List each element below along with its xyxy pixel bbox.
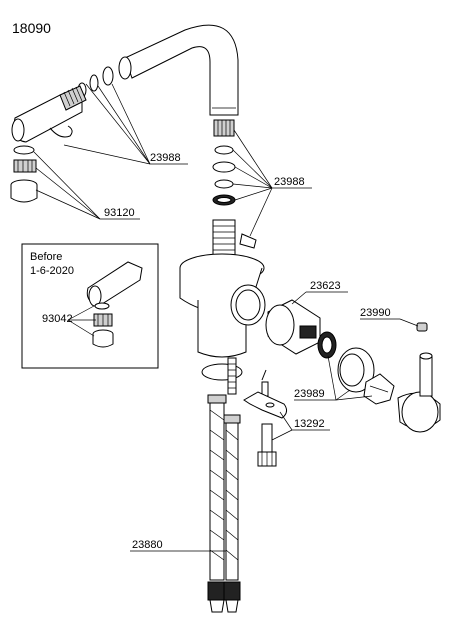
spray-head [11, 85, 87, 143]
mounting-kit [243, 369, 288, 467]
inset-note-line2: 1-6-2020 [30, 265, 74, 277]
handle-clip [363, 373, 395, 405]
label-mounting-kit: 13292 [294, 418, 325, 430]
spout [118, 24, 239, 116]
model-number: 18090 [12, 20, 51, 36]
leader-aerator: 93120 [33, 151, 140, 220]
inset-note-line1: Before [30, 251, 62, 263]
label-spout-o-rings: 23988 [150, 152, 181, 164]
leader-spout-o-rings: 23988 [63, 83, 188, 165]
inset-box: Before 1-6-2020 93042 [21, 243, 159, 369]
handle-lever [397, 352, 441, 433]
supply-hoses [207, 394, 241, 613]
label-base-o-rings: 23988 [274, 176, 305, 188]
leader-handle-parts: 23989 [294, 355, 373, 401]
leader-supply-hoses: 23880 [130, 539, 226, 552]
label-aerator: 93120 [104, 207, 135, 219]
adapter-ring [317, 331, 337, 359]
threaded-stud [227, 357, 237, 395]
label-supply-hoses: 23880 [132, 539, 163, 551]
aerator-parts [10, 145, 38, 203]
label-cartridge: 23623 [310, 280, 341, 292]
dome-cap [337, 347, 375, 393]
leader-set-screw: 23990 [360, 307, 419, 327]
leader-base-o-rings: 23988 [232, 129, 312, 237]
faucet-body [179, 253, 266, 358]
label-handle-parts: 23989 [294, 388, 325, 400]
body-connector [212, 219, 257, 259]
cartridge [265, 299, 321, 355]
leader-mounting-kit: 13292 [271, 411, 330, 441]
inset-part-label: 93042 [42, 313, 73, 325]
base-o-rings-stack [212, 119, 236, 206]
set-screw [416, 322, 428, 332]
leader-cartridge: 23623 [291, 280, 348, 305]
label-set-screw: 23990 [360, 307, 391, 319]
